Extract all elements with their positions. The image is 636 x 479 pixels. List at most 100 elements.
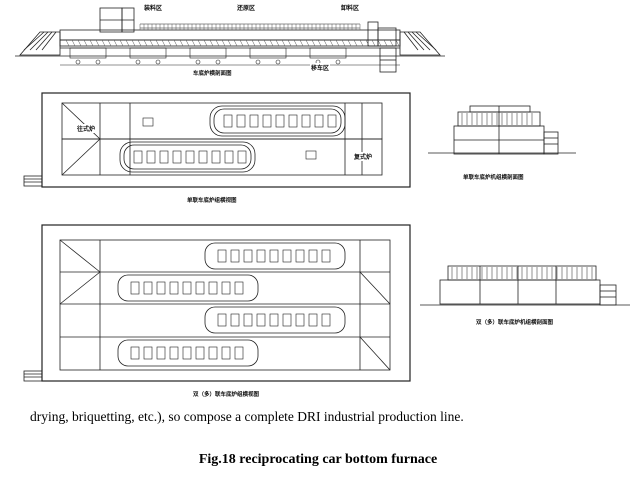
elevation-tick (119, 39, 124, 47)
furnace-car (133, 150, 143, 164)
elevation-tick (125, 39, 130, 47)
furnace-car (256, 249, 266, 263)
furnace-car (295, 249, 305, 263)
double-section-caption: 双（多）联车底炉机组横剖面图 (476, 320, 554, 326)
elevation-tick (371, 39, 376, 47)
elevation-tick (137, 39, 142, 47)
furnace-car (282, 249, 292, 263)
elevation-tick (143, 39, 148, 47)
elevation-tick (347, 39, 352, 47)
elevation-tick (359, 39, 364, 47)
elevation-tick (335, 39, 340, 47)
pusher-mechanism (305, 150, 317, 160)
furnace-car (185, 150, 195, 164)
figure-title: Fig.18 reciprocating car bottom furnace (198, 452, 438, 467)
furnace-car (130, 281, 140, 295)
elevation-tick (281, 39, 286, 47)
furnace-car (314, 114, 324, 128)
furnace-car (269, 249, 279, 263)
furnace-car (143, 346, 153, 360)
furnace-car (156, 346, 166, 360)
elevation-tick (317, 39, 322, 47)
elevation-tick (341, 39, 346, 47)
furnace-car (221, 281, 231, 295)
elevation-tick (113, 39, 118, 47)
furnace-car (301, 114, 311, 128)
elevation-tick (239, 39, 244, 47)
elevation-tick (155, 39, 160, 47)
elevation-tick (161, 39, 166, 47)
furnace-car (208, 346, 218, 360)
furnace-car (172, 150, 182, 164)
elevation-tick (299, 39, 304, 47)
furnace-car (195, 346, 205, 360)
elevation-tick (257, 39, 262, 47)
elevation-tick (89, 39, 94, 47)
single-section-view (428, 105, 576, 155)
elevation-tick (227, 39, 232, 47)
furnace-car (208, 281, 218, 295)
furnace-car (234, 346, 244, 360)
furnace-car (237, 150, 247, 164)
elevation-tick (95, 39, 100, 47)
double-plan-view (23, 224, 411, 382)
furnace-car (230, 313, 240, 327)
furnace-car (195, 281, 205, 295)
elevation-view (15, 7, 445, 73)
furnace-car (275, 114, 285, 128)
furnace-car (282, 313, 292, 327)
elevation-tick (167, 39, 172, 47)
elevation-tick (65, 39, 70, 47)
elevation-tick (215, 39, 220, 47)
furnace-car (182, 281, 192, 295)
furnace-car (198, 150, 208, 164)
furnace-car (256, 313, 266, 327)
double-plan-caption: 双（多）联车底炉组横视图 (193, 392, 260, 398)
double-plan-cars (130, 249, 331, 360)
elevation-tick (131, 39, 136, 47)
zone-label-unloading: 卸料区 (340, 3, 361, 12)
elevation-tick (185, 39, 190, 47)
pusher-mechanism (142, 117, 154, 127)
furnace-car (169, 281, 179, 295)
furnace-car (217, 249, 227, 263)
furnace-car (295, 313, 305, 327)
elevation-tick (251, 39, 256, 47)
furnace-car (236, 114, 246, 128)
elevation-tick (221, 39, 226, 47)
elevation-tick (395, 39, 400, 47)
body-text: drying, briquetting, etc.), so compose a… (30, 409, 464, 424)
elevation-tick (107, 39, 112, 47)
elevation-hatching (65, 24, 400, 47)
elevation-tick (209, 39, 214, 47)
furnace-car (211, 150, 221, 164)
elevation-tick (383, 39, 388, 47)
furnace-car (224, 150, 234, 164)
furnace-car (308, 249, 318, 263)
elevation-tick (77, 39, 82, 47)
furnace-car (308, 313, 318, 327)
furnace-car (234, 281, 244, 295)
zone-label-reduction: 还原区 (236, 3, 257, 12)
elevation-tick (269, 39, 274, 47)
elevation-tick (101, 39, 106, 47)
elevation-tick (323, 39, 328, 47)
furnace-car (143, 281, 153, 295)
elevation-tick (179, 39, 184, 47)
elevation-tick (83, 39, 88, 47)
furnace-car (223, 114, 233, 128)
furnace-car (182, 346, 192, 360)
furnace-car (221, 346, 231, 360)
single-section-hatch (461, 113, 533, 125)
elevation-tick (275, 39, 280, 47)
furnace-car (156, 281, 166, 295)
elevation-tick (173, 39, 178, 47)
furnace-car (321, 249, 331, 263)
furnace-drawing (15, 7, 630, 382)
furnace-car (327, 114, 337, 128)
elevation-tick (245, 39, 250, 47)
single-plan-view (23, 92, 411, 188)
elevation-tick (293, 39, 298, 47)
elevation-tick (191, 39, 196, 47)
elevation-tick (263, 39, 268, 47)
